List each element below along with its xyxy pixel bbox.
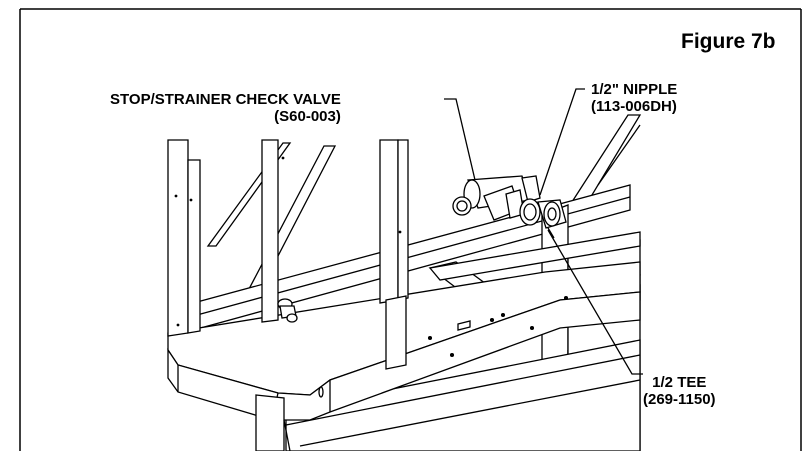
- lower-skirt: [285, 339, 641, 451]
- callout-nipple-part: (113-006DH): [591, 98, 677, 116]
- front-posts: [167, 139, 409, 451]
- leader-lines: [444, 88, 643, 375]
- callout-tee-name: 1/2 TEE: [652, 374, 707, 391]
- callout-check-valve-name: STOP/STRAINER CHECK VALVE: [110, 91, 341, 108]
- callout-tee-part: (269-1150): [643, 391, 716, 409]
- callout-tee: 1/2 TEE (269-1150): [643, 374, 716, 409]
- figure-border: [19, 8, 802, 451]
- callout-nipple: 1/2" NIPPLE (113-006DH): [591, 81, 677, 116]
- figure-title: Figure 7b: [681, 30, 776, 53]
- rail-fitting: [277, 298, 298, 323]
- callout-nipple-name: 1/2" NIPPLE: [591, 81, 678, 98]
- callout-check-valve-part: (S60-003): [274, 108, 341, 126]
- callout-check-valve: STOP/STRAINER CHECK VALVE (S60-003): [110, 91, 341, 126]
- post-holes: [174, 156, 402, 327]
- valve-assembly: [452, 175, 567, 239]
